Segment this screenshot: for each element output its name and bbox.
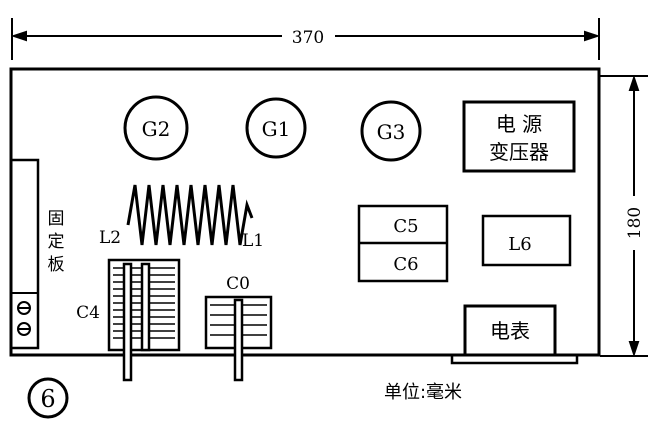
height-dimension-label: 180 xyxy=(625,207,645,239)
tube-g2: G2 xyxy=(123,95,189,161)
width-dimension-label: 370 xyxy=(292,28,324,48)
l1-label: L1 xyxy=(242,231,264,251)
c6-label: C6 xyxy=(393,254,418,275)
power-transformer: 电 源 变压器 xyxy=(462,100,576,173)
unit-note: 单位:毫米 xyxy=(384,382,462,403)
meter-label: 电表 xyxy=(490,319,530,343)
capacitor-c5-c6-block xyxy=(357,204,449,283)
height-dimension xyxy=(600,74,648,358)
capacitor-c0 xyxy=(204,295,273,382)
c0-label: C0 xyxy=(226,274,250,294)
fixed-board-label-1: 固 xyxy=(48,209,65,229)
terminal-screw-1 xyxy=(17,301,31,315)
coil-zigzag xyxy=(126,184,254,246)
c5-label: C5 xyxy=(393,216,418,237)
terminal-screw-2 xyxy=(17,322,31,336)
fixed-board-label-3: 板 xyxy=(48,255,65,275)
figure-number: 6 xyxy=(27,377,69,419)
l6-label: L6 xyxy=(508,234,531,255)
inductor-l6 xyxy=(481,214,572,267)
c4-label: C4 xyxy=(76,303,100,323)
tube-g1: G1 xyxy=(245,97,307,159)
figure-number-label: 6 xyxy=(40,385,55,413)
fixed-board xyxy=(9,158,40,350)
meter xyxy=(450,304,579,365)
power-transformer-label-line1: 电 源 xyxy=(496,112,542,136)
tube-g3-label: G3 xyxy=(377,120,406,144)
capacitor-c4 xyxy=(107,258,181,382)
tube-g1-label: G1 xyxy=(262,117,291,141)
l2-label: L2 xyxy=(99,228,121,248)
width-dimension xyxy=(10,18,601,60)
tube-g2-label: G2 xyxy=(142,117,171,141)
fixed-board-label-2: 定 xyxy=(48,232,65,252)
power-transformer-label-line2: 变压器 xyxy=(489,140,549,164)
tube-g3: G3 xyxy=(360,100,422,162)
